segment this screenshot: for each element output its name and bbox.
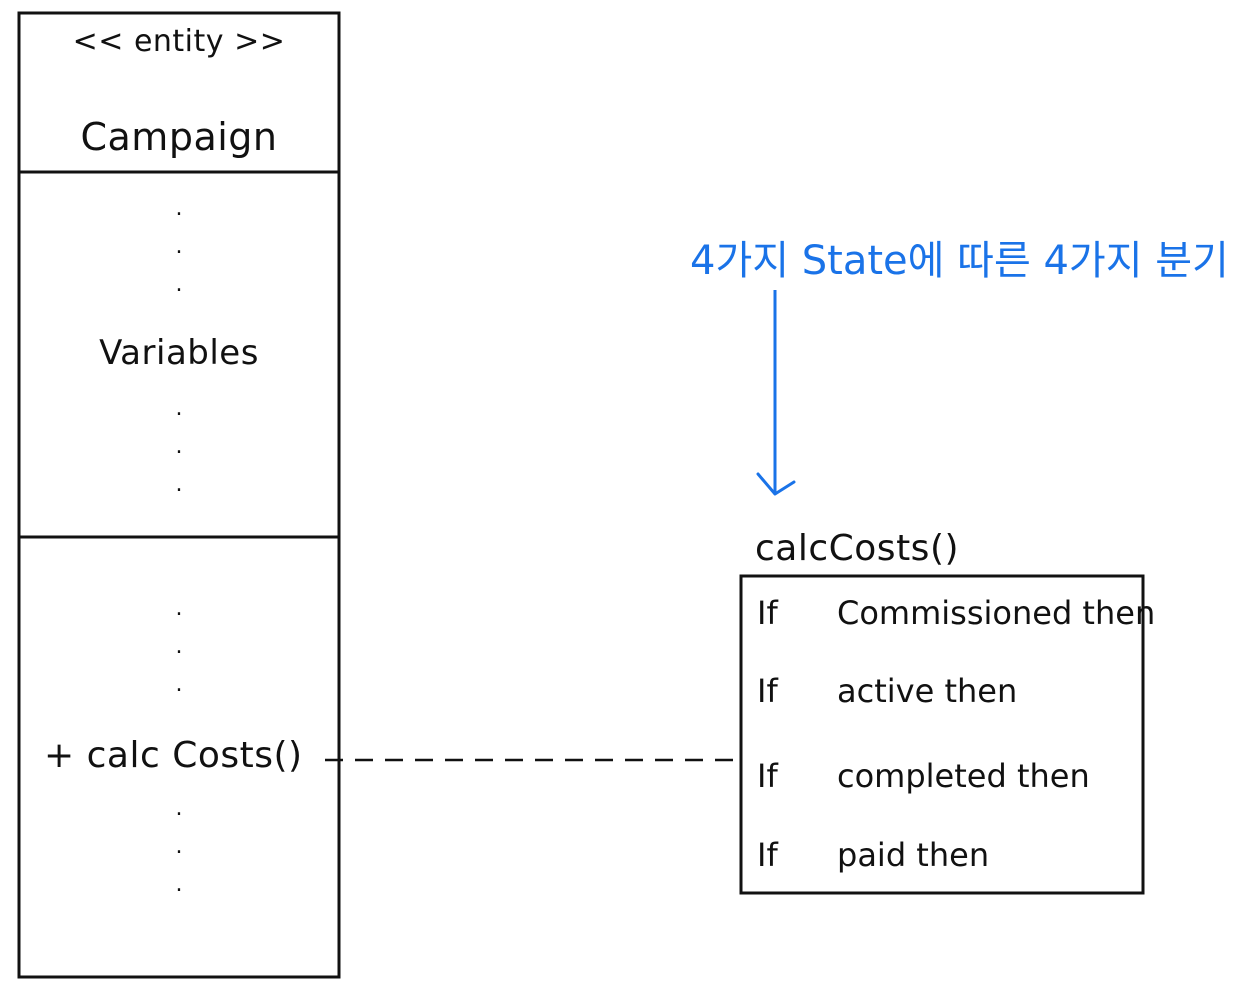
class-name: Campaign: [80, 115, 278, 159]
ellipsis-dot: .: [175, 634, 183, 659]
entity-class-box: [17, 11, 341, 979]
note-keyword: If: [757, 672, 778, 710]
class-stereotype: << entity >>: [72, 24, 286, 59]
note-title: calcCosts(): [755, 528, 960, 569]
note-keyword: If: [757, 594, 778, 632]
note-line: If active then: [757, 672, 1017, 710]
note-line: If Commissioned then: [757, 594, 1155, 632]
attributes-label: Variables: [99, 333, 259, 373]
note-line: If paid then: [757, 836, 989, 874]
methods-ellipsis-bottom: . . .: [170, 790, 188, 904]
note-condition: completed then: [837, 757, 1090, 795]
note-keyword: If: [757, 757, 778, 795]
note-line: If completed then: [757, 757, 1090, 795]
ellipsis-dot: .: [175, 872, 183, 897]
ellipsis-dot: .: [175, 472, 183, 497]
ellipsis-dot: .: [175, 434, 183, 459]
attributes-ellipsis-bottom: . . .: [170, 390, 188, 504]
note-condition: active then: [837, 672, 1018, 710]
note-condition: Commissioned then: [837, 594, 1156, 632]
note-keyword: If: [757, 836, 778, 874]
annotation-text: 4가지 State에 따른 4가지 분기: [690, 238, 1229, 284]
ellipsis-dot: .: [175, 596, 183, 621]
note-condition: paid then: [837, 836, 990, 874]
note-box: [739, 574, 1145, 895]
ellipsis-dot: .: [175, 272, 183, 297]
ellipsis-dot: .: [175, 834, 183, 859]
ellipsis-dot: .: [175, 234, 183, 259]
ellipsis-dot: .: [175, 796, 183, 821]
class-method: + calc Costs(): [44, 735, 303, 776]
ellipsis-dot: .: [175, 672, 183, 697]
attributes-ellipsis-top: . . .: [170, 190, 188, 304]
ellipsis-dot: .: [175, 196, 183, 221]
annotation-arrow-head: [756, 472, 796, 496]
methods-ellipsis-top: . . .: [170, 590, 188, 704]
ellipsis-dot: .: [175, 396, 183, 421]
